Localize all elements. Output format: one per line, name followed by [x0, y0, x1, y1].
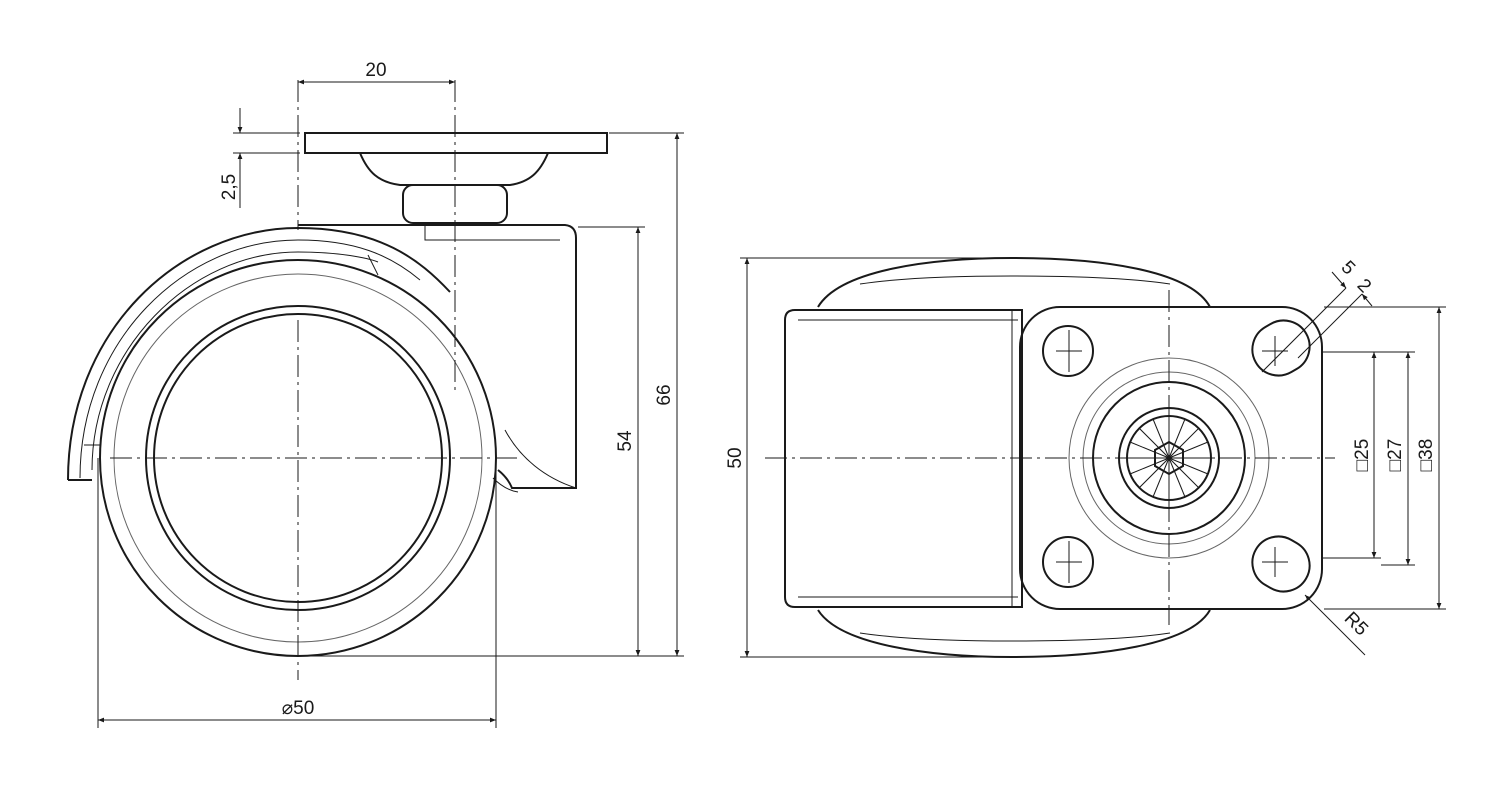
- dim-width: 50: [725, 447, 746, 468]
- front-view: 50 □25 □27 □38 5 2 R5: [725, 256, 1446, 659]
- dim-wheel-diameter: ⌀50: [282, 698, 315, 719]
- mounting-hole-bl: [1042, 536, 1094, 588]
- dim-plate-offset: 20: [365, 60, 386, 81]
- dim-slot-size: 5: [1337, 257, 1359, 279]
- dim-plate-size-38: □38: [1416, 439, 1437, 472]
- dim-slot-offset: 2: [1353, 275, 1375, 297]
- wheel-profile-bottom: [817, 609, 1211, 659]
- dim-axle-height: 54: [615, 430, 636, 452]
- dim-overall-height: 66: [654, 384, 675, 405]
- mounting-hole-tl: [1042, 325, 1094, 377]
- wheel-hood: [67, 226, 451, 481]
- dim-hole-spacing-25: □25: [1352, 439, 1373, 472]
- housing-body: [784, 309, 1023, 608]
- mounting-hole-br: [1251, 535, 1311, 593]
- side-view: 20 2,5 54 66 ⌀50: [67, 60, 684, 728]
- swivel-bearing: [359, 152, 549, 186]
- dim-plate-thickness: 2,5: [219, 174, 240, 200]
- fork-housing: [298, 224, 577, 489]
- mounting-plate: [304, 132, 608, 154]
- wheel-profile-top: [817, 256, 1211, 308]
- dim-hole-spacing-27: □27: [1385, 439, 1406, 472]
